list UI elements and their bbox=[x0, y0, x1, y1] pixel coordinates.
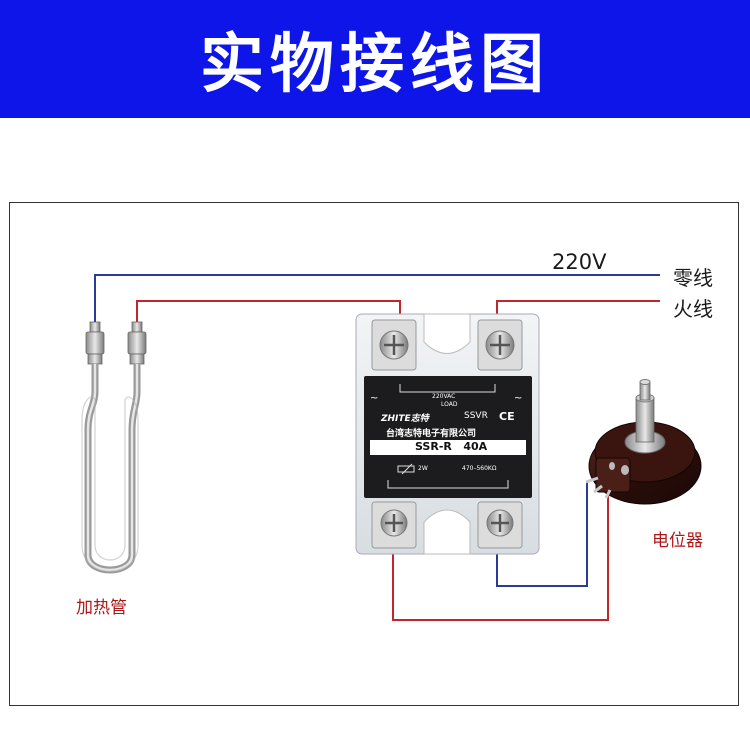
ssr-load-voltage: 220VAC bbox=[432, 393, 456, 400]
ssr-tilde-left: ~ bbox=[370, 393, 379, 404]
ssr-load-label: LOAD bbox=[441, 401, 458, 408]
ssr-series: SSVR bbox=[464, 411, 488, 421]
ssr-company: 台湾志特电子有限公司 bbox=[386, 429, 477, 439]
terminal-top-left bbox=[371, 319, 417, 371]
ssr-ce-mark: CE bbox=[499, 410, 515, 423]
live-wire-heater bbox=[136, 300, 401, 322]
live-label: 火线 bbox=[673, 297, 713, 321]
header-banner: 实物接线图 bbox=[0, 0, 750, 118]
ssr-resistance: 470–560KΩ bbox=[462, 465, 497, 472]
neutral-wire bbox=[94, 274, 660, 322]
potentiometer-icon bbox=[585, 379, 702, 505]
pot-wire-blue bbox=[496, 482, 588, 587]
ssr-power: 2W bbox=[418, 465, 428, 472]
neutral-label: 零线 bbox=[673, 266, 713, 290]
page-title: 实物接线图 bbox=[200, 28, 550, 102]
pot-wire-red bbox=[392, 490, 609, 621]
ssr-brand-logo: ZHITE志特 bbox=[381, 414, 429, 424]
ssr-tilde-right: ~ bbox=[514, 393, 523, 404]
ssr-model: SSR-R 40A bbox=[415, 440, 488, 453]
ssr-relay bbox=[355, 313, 540, 555]
heater-icon bbox=[81, 321, 147, 574]
voltage-label: 220V bbox=[552, 250, 607, 274]
potentiometer-label: 电位器 bbox=[652, 531, 703, 551]
heater-label: 加热管 bbox=[76, 598, 127, 618]
terminal-top-right bbox=[477, 319, 523, 371]
terminal-bottom-left bbox=[371, 501, 417, 549]
terminal-bottom-right bbox=[477, 501, 523, 549]
